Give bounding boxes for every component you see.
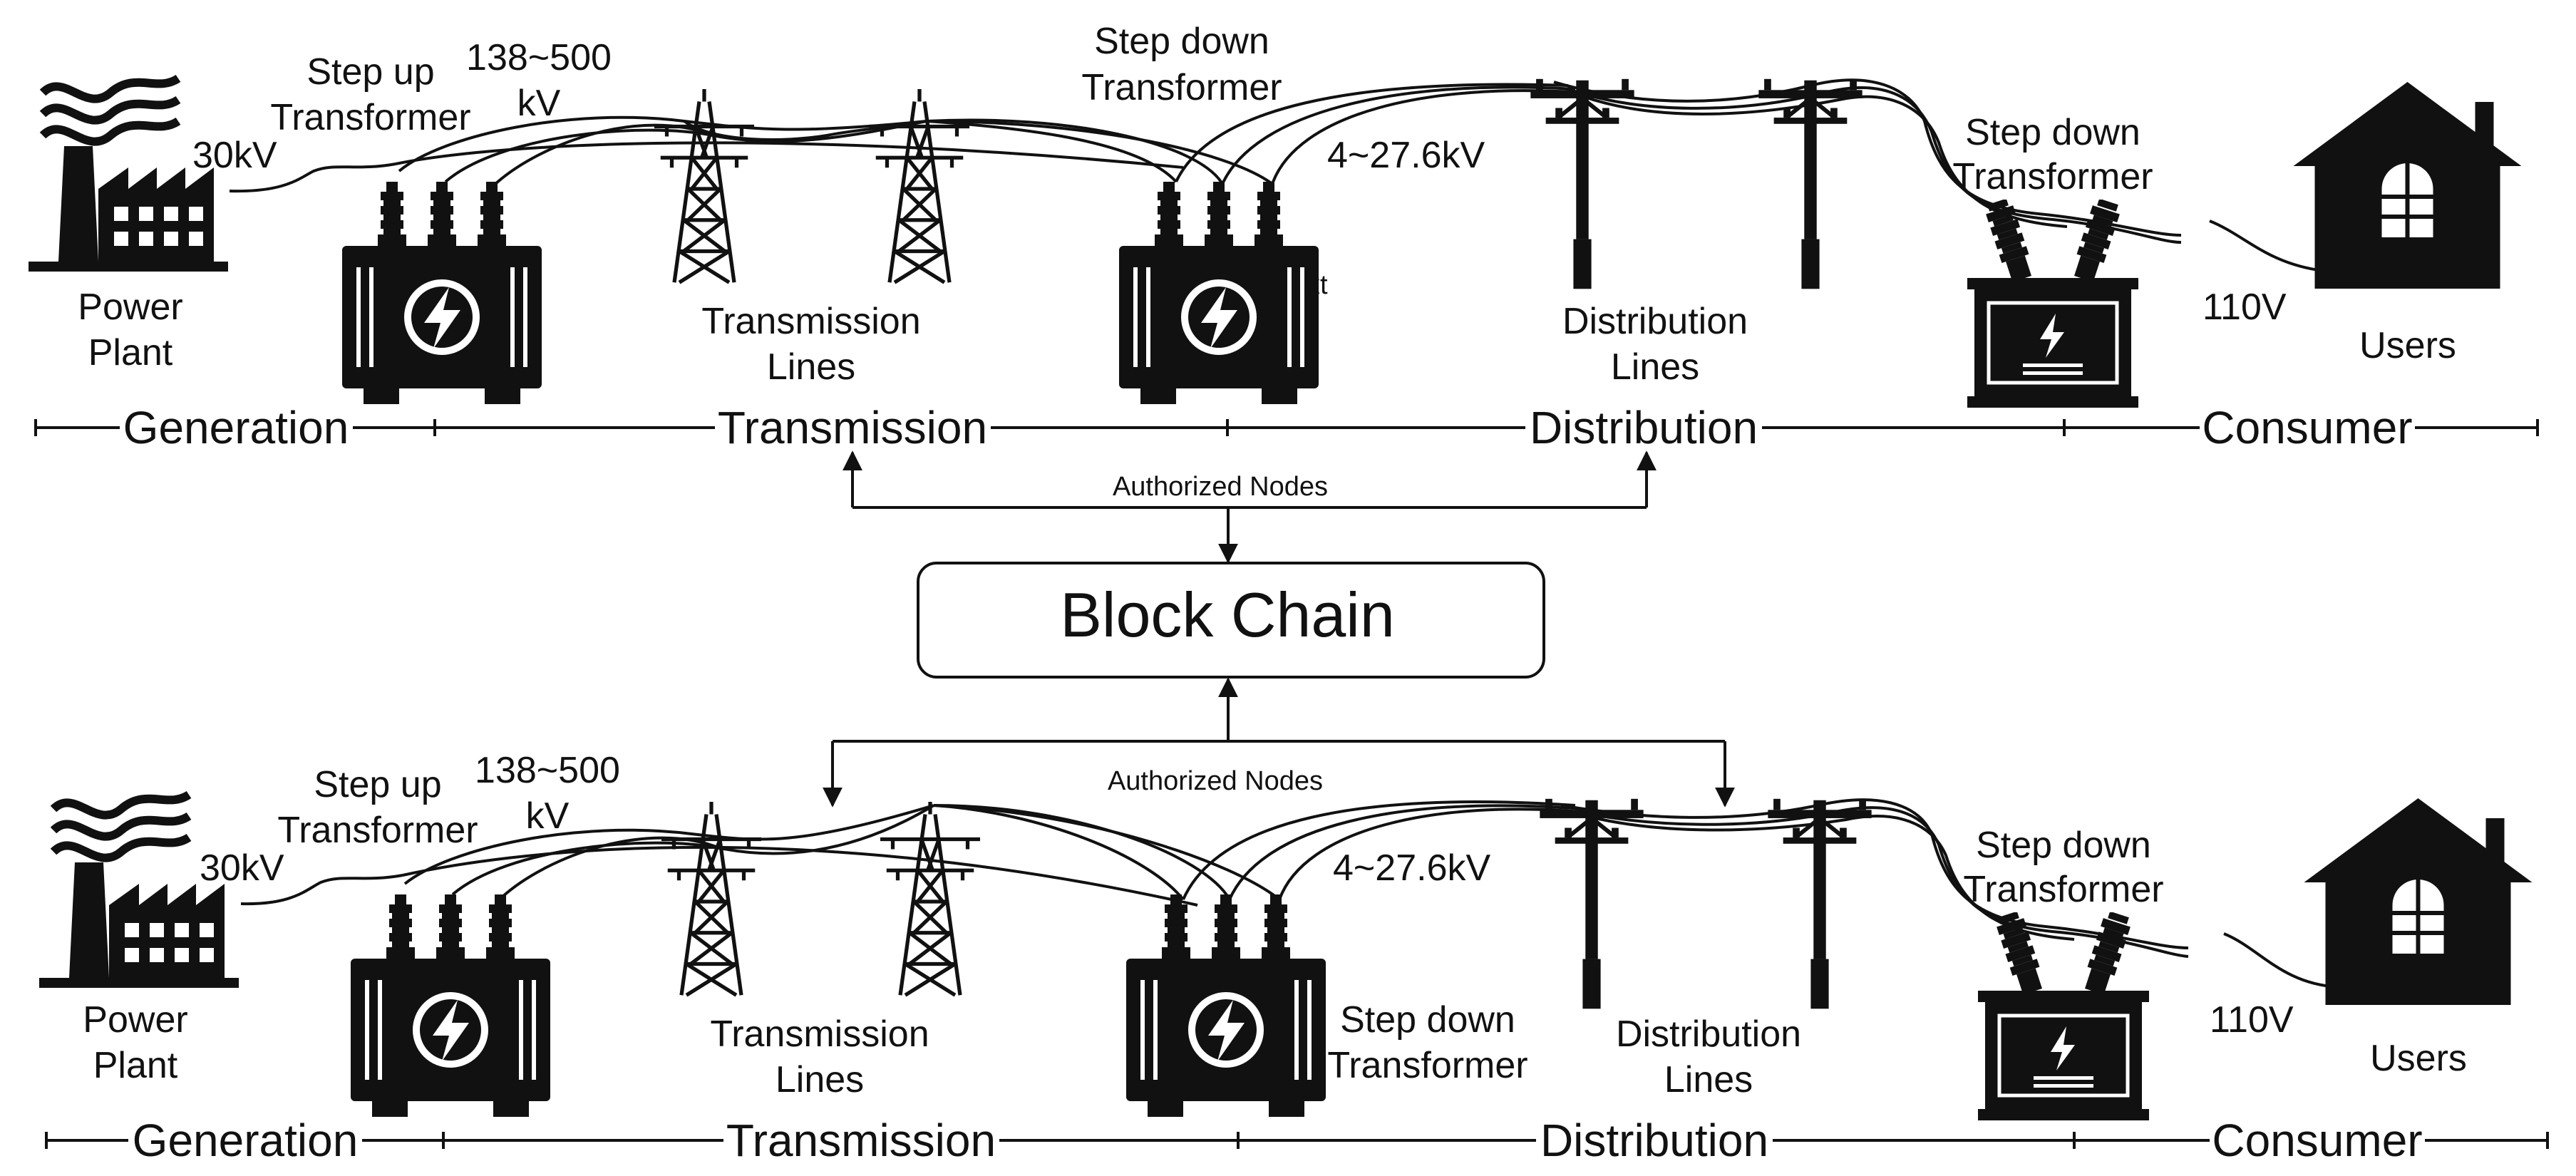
bottom-wires [240, 798, 2339, 989]
authorized-nodes-label: Authorized Nodes [1108, 766, 1323, 796]
block-chain-box [917, 562, 1545, 679]
top-panel: Power Plant 30kV Step up Transformer 138… [29, 21, 2539, 453]
step-down-transformer-label: Transformer [1081, 67, 1282, 108]
power-plant-label: Plant [88, 332, 173, 373]
stage-label-distribution: Distribution [1530, 402, 1758, 453]
voltage-110v-label: 110V [2203, 287, 2287, 328]
pad-transformer-icon [1978, 910, 2149, 1120]
step-up-transformer-label: Transformer [277, 810, 478, 851]
distribution-lines-label: Lines [1611, 346, 1699, 388]
top-stage-axis [34, 419, 2539, 436]
voltage-138-500kv-label: 138~500 [466, 37, 612, 78]
voltage-30kv-label: 30kV [200, 847, 284, 889]
voltage-138-500kv-label: 138~500 [475, 750, 620, 791]
step-down-transformer-label: Step down [1094, 21, 1269, 62]
bottom-panel: Power Plant 30kV Step up Transformer 138… [39, 750, 2549, 1166]
users-label: Users [2370, 1038, 2467, 1079]
transformer-icon [342, 182, 542, 404]
utility-pole-icon [1540, 799, 1643, 1009]
utility-pole-icon [1768, 799, 1871, 1009]
transmission-tower-icon [654, 89, 754, 282]
authorized-node-connectors [823, 450, 1735, 808]
power-plant-label: Power [78, 287, 182, 328]
house-icon [2304, 798, 2533, 1005]
voltage-4-27kv-label: 4~27.6kV [1327, 135, 1485, 176]
voltage-138-500kv-label: kV [517, 83, 561, 124]
transmission-lines-label: Lines [767, 346, 855, 388]
step-down-transformer-label: Step down [1976, 825, 2151, 866]
stage-label-consumer: Consumer [2212, 1115, 2422, 1166]
factory-icon [39, 795, 239, 988]
voltage-110v-label: 110V [2210, 999, 2294, 1041]
step-down-transformer-label: Transformer [1963, 869, 2163, 910]
step-down-transformer-label: Step down [1340, 999, 1515, 1041]
distribution-lines-label: Distribution [1616, 1013, 1801, 1055]
bottom-stage-axis [45, 1132, 2549, 1149]
transmission-lines-label: Transmission [701, 301, 920, 342]
step-down-transformer-label: Step down [1965, 112, 2140, 153]
power-plant-label: Plant [93, 1045, 178, 1086]
transformer-icon [351, 894, 550, 1117]
users-label: Users [2359, 325, 2456, 366]
transformer-icon [1126, 894, 1326, 1117]
transmission-tower-icon [870, 89, 969, 282]
stage-label-transmission: Transmission [718, 402, 987, 453]
stage-label-distribution: Distribution [1540, 1115, 1768, 1166]
block-chain-label: Block Chain [1060, 579, 1395, 650]
stage-label-generation: Generation [133, 1115, 359, 1166]
power-plant-label: Power [83, 999, 187, 1041]
distribution-lines-label: Lines [1664, 1059, 1753, 1100]
transmission-lines-label: Transmission [710, 1013, 929, 1055]
voltage-30kv-label: 30kV [192, 135, 277, 176]
step-down-transformer-label: Transformer [1327, 1045, 1527, 1086]
house-icon [2293, 82, 2522, 289]
stage-label-generation: Generation [123, 402, 349, 453]
distribution-lines-label: Distribution [1562, 301, 1748, 342]
transmission-lines-label: Lines [776, 1059, 864, 1100]
authorized-nodes-label: Authorized Nodes [1113, 472, 1328, 502]
stage-label-transmission: Transmission [726, 1115, 996, 1166]
pad-transformer-icon [1967, 197, 2138, 408]
utility-pole-icon [1530, 79, 1634, 289]
step-up-transformer-label: Transformer [270, 97, 470, 138]
step-up-transformer-label: Step up [306, 51, 434, 93]
transmission-tower-icon [661, 802, 761, 995]
transformer-icon [1119, 182, 1319, 404]
voltage-4-27kv-label: 4~27.6kV [1333, 847, 1490, 889]
transmission-tower-icon [880, 802, 980, 995]
step-up-transformer-label: Step up [314, 764, 441, 805]
voltage-138-500kv-label: kV [526, 795, 570, 837]
stage-label-consumer: Consumer [2202, 402, 2412, 453]
step-down-transformer-label: Transformer [1952, 156, 2153, 197]
stray-text: xt [1307, 270, 1328, 300]
